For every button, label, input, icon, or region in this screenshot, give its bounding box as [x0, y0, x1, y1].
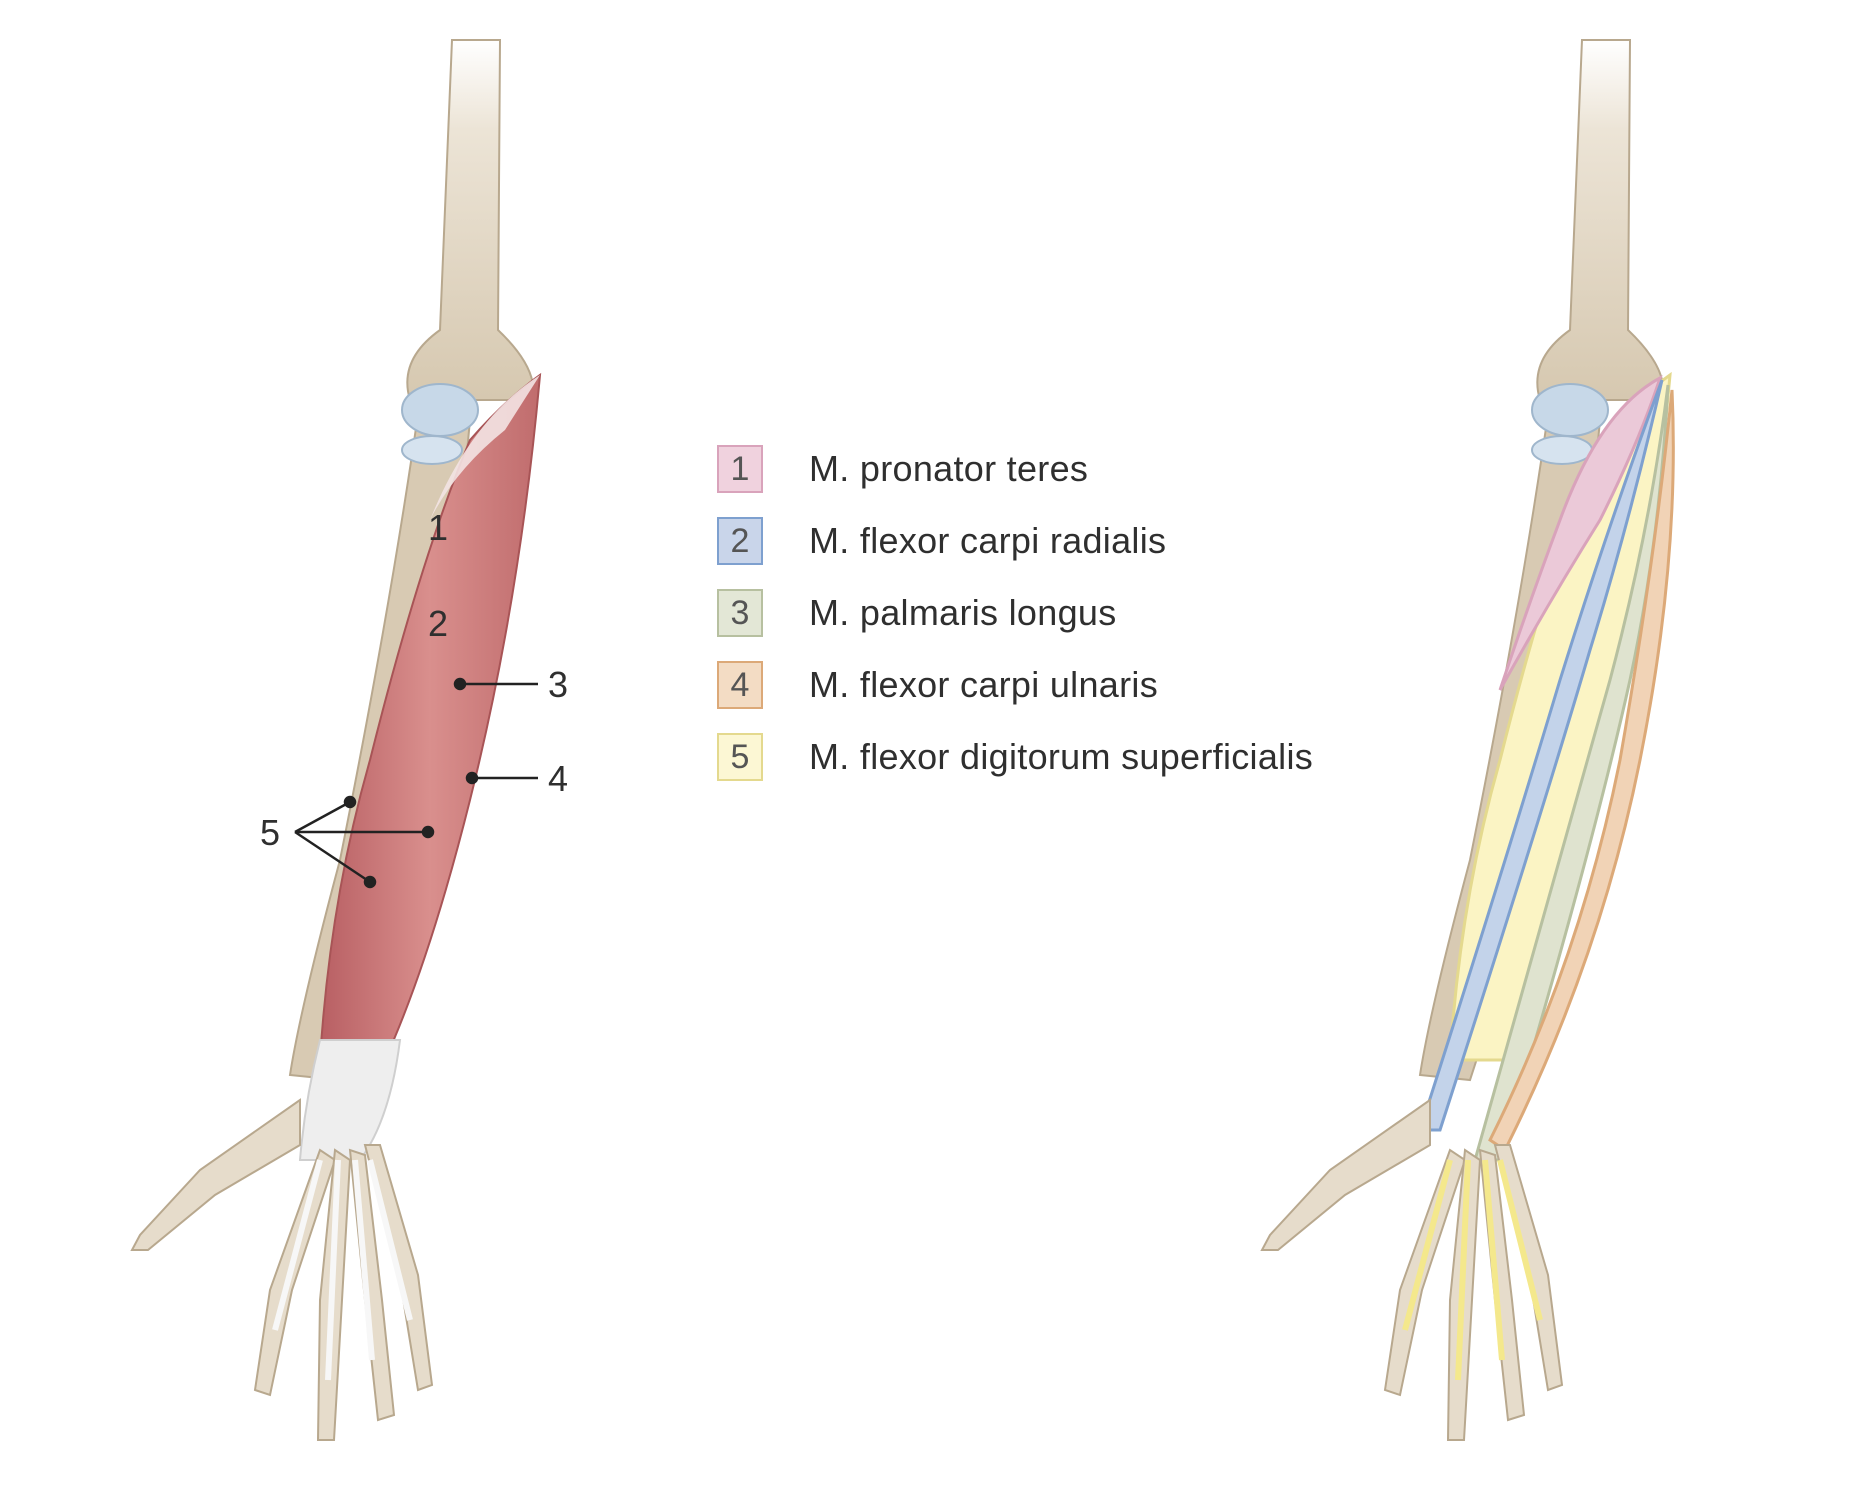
- right-elbow-joint: [1531, 383, 1609, 437]
- right-pronator-teres-region: [1498, 374, 1663, 691]
- legend-swatch-1: 1: [717, 445, 763, 493]
- legend-label-5: M. flexor digitorum superficialis: [809, 736, 1314, 777]
- callout-5-line-c: [294, 830, 371, 884]
- callout-5: 5: [260, 812, 280, 853]
- right-finger-tendons: [1402, 1159, 1543, 1381]
- callout-5-line-a: [294, 800, 351, 834]
- legend-label-1: M. pronator teres: [809, 448, 1089, 489]
- callout-5-dot-b: [421, 825, 435, 839]
- callout-5-dot-a: [343, 795, 357, 809]
- callout-1: 1: [428, 507, 448, 548]
- legend-swatch-2: 2: [717, 517, 763, 565]
- legend: 1 M. pronator teres 2 M. flexor carpi ra…: [717, 443, 1417, 803]
- legend-label-3: M. palmaris longus: [809, 592, 1117, 633]
- left-humerus: [406, 39, 535, 401]
- left-hand: [130, 1098, 434, 1441]
- callout-2: 2: [428, 603, 448, 644]
- left-finger-tendons: [272, 1159, 413, 1381]
- callout-3: 3: [548, 664, 568, 705]
- right-arm-illustration: [1260, 39, 1675, 1441]
- left-elbow-joint: [401, 383, 479, 437]
- legend-swatch-4: 4: [717, 661, 763, 709]
- legend-item-1: 1 M. pronator teres: [717, 443, 1417, 495]
- legend-label-4: M. flexor carpi ulnaris: [809, 664, 1159, 705]
- legend-item-4: 4 M. flexor carpi ulnaris: [717, 659, 1417, 711]
- legend-item-3: 3 M. palmaris longus: [717, 587, 1417, 639]
- left-wrist-tendons: [298, 1039, 402, 1161]
- callout-3-dot: [453, 677, 467, 691]
- legend-swatch-3: 3: [717, 589, 763, 637]
- callout-4-dot: [465, 771, 479, 785]
- callouts: [294, 677, 538, 889]
- legend-item-5: 5 M. flexor digitorum superficialis: [717, 731, 1417, 783]
- left-arm-illustration: [130, 39, 542, 1441]
- legend-label-2: M. flexor carpi radialis: [809, 520, 1167, 561]
- callout-4: 4: [548, 758, 568, 799]
- callout-5-dot-c: [363, 875, 377, 889]
- right-hand: [1260, 1098, 1564, 1441]
- right-humerus: [1536, 39, 1665, 401]
- legend-item-2: 2 M. flexor carpi radialis: [717, 515, 1417, 567]
- legend-swatch-5: 5: [717, 733, 763, 781]
